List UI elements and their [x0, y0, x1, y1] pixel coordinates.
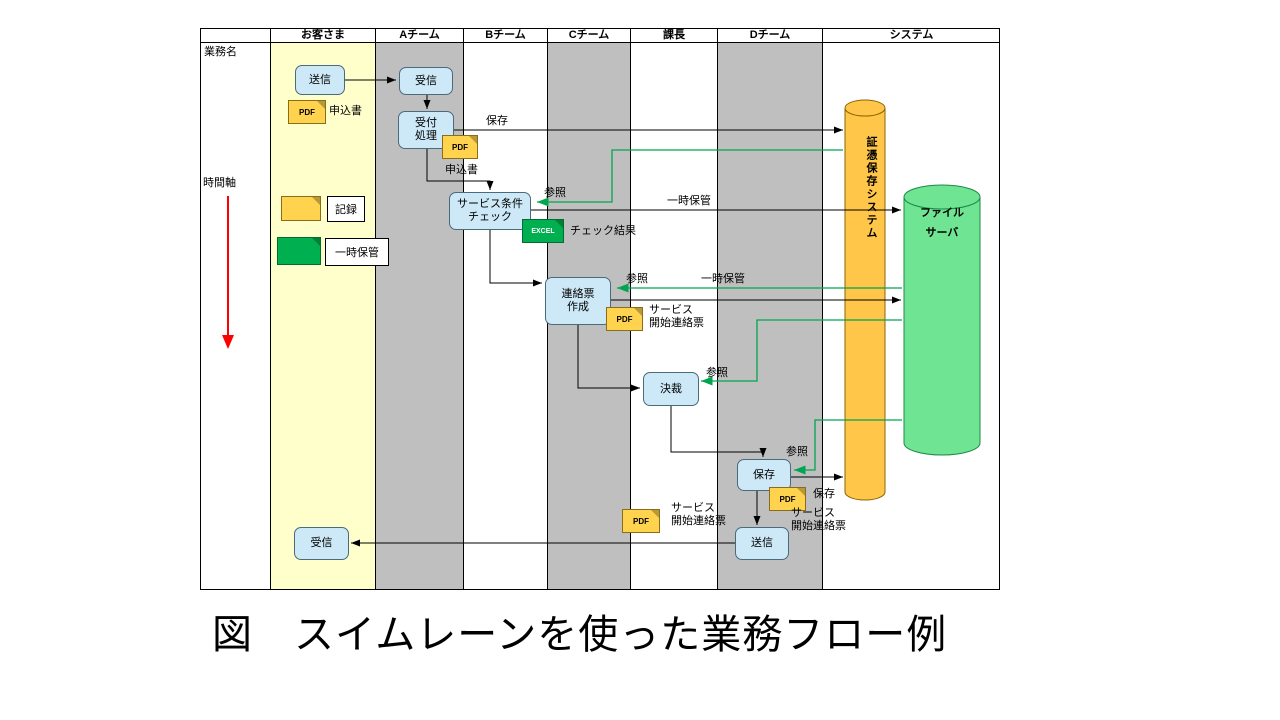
activity-manager-approve: 決裁: [643, 372, 699, 406]
activity-team-d-send: 送信: [735, 527, 789, 560]
pdf-document-icon: PDF: [622, 509, 660, 533]
save-flow-label: 保存: [813, 488, 835, 500]
activity-team-b-check: サービス条件 チェック: [449, 192, 531, 230]
page-caption: 図 スイムレーンを使った業務フロー例: [212, 613, 948, 657]
evidence-system-cylinder: [844, 99, 886, 501]
activity-team-a-receive: 受信: [399, 67, 453, 95]
legend-record-label: 記録: [327, 196, 365, 222]
lane-manager: [630, 43, 717, 590]
lane-gyomumei: [200, 43, 270, 590]
temp-storage-flow-label: 一時保管: [667, 195, 711, 207]
save-flow-label: 保存: [486, 115, 508, 127]
temp-storage-flow-label: 一時保管: [701, 273, 745, 285]
activity-customer-receive: 受信: [294, 527, 349, 560]
activity-customer-send: 送信: [295, 65, 345, 95]
ref-fileserver-to-save: [794, 419, 902, 475]
lane-header-team-c: Cチーム: [547, 28, 630, 43]
pdf-document-icon: PDF: [606, 307, 643, 331]
application-form-label: 申込書: [329, 105, 362, 117]
evidence-system-label: 証憑保存システム: [865, 136, 877, 240]
file-server-cylinder: [903, 184, 981, 456]
pdf-document-icon: PDF: [442, 135, 478, 159]
lane-header-system: システム: [822, 28, 1000, 43]
lane-header-customer: お客さま: [270, 28, 375, 43]
time-axis-label: 時間軸: [203, 177, 236, 189]
lane-customer: [270, 43, 375, 590]
legend-temp-storage-label: 一時保管: [325, 238, 389, 266]
legend-record-icon: [281, 196, 321, 221]
ref-evidence-to-check: [537, 149, 843, 207]
reference-flow-label: 参照: [544, 187, 566, 199]
pdf-document-icon: PDF: [288, 100, 326, 124]
corner-label: 業務名: [204, 46, 237, 58]
lane-header-team-d: Dチーム: [717, 28, 822, 43]
lane-header-team-a: Aチーム: [375, 28, 463, 43]
lane-header-manager: 課長: [630, 28, 717, 43]
lane-header-team-b: Bチーム: [463, 28, 547, 43]
reference-flow-label: 参照: [626, 273, 648, 285]
service-start-form-label: サービス 開始連絡票: [671, 502, 726, 527]
excel-document-icon: EXCEL: [522, 219, 564, 243]
service-start-form-label: サービス 開始連絡票: [791, 507, 846, 532]
lane-header-empty: [200, 28, 270, 43]
service-start-form-label: サービス 開始連絡票: [649, 304, 704, 329]
file-server-label: ファイル サーバ: [920, 207, 964, 239]
activity-team-c-create: 連絡票 作成: [545, 277, 611, 325]
application-form-label: 申込書: [445, 164, 478, 176]
reference-flow-label: 参照: [786, 446, 808, 458]
flow-process-to-check: [426, 149, 494, 190]
lane-team-b: [463, 43, 547, 590]
flow-check-to-create: [489, 230, 542, 287]
activity-team-d-save: 保存: [737, 459, 791, 491]
legend-temp-storage-icon: [277, 237, 321, 265]
ref-fileserver-to-approve: [701, 319, 902, 386]
flow-approve-to-save: [670, 406, 767, 457]
reference-flow-label: 参照: [706, 367, 728, 379]
flow-create-to-approve: [577, 325, 640, 392]
pdf-document-icon: PDF: [769, 487, 806, 511]
check-result-label: チェック結果: [570, 225, 636, 237]
